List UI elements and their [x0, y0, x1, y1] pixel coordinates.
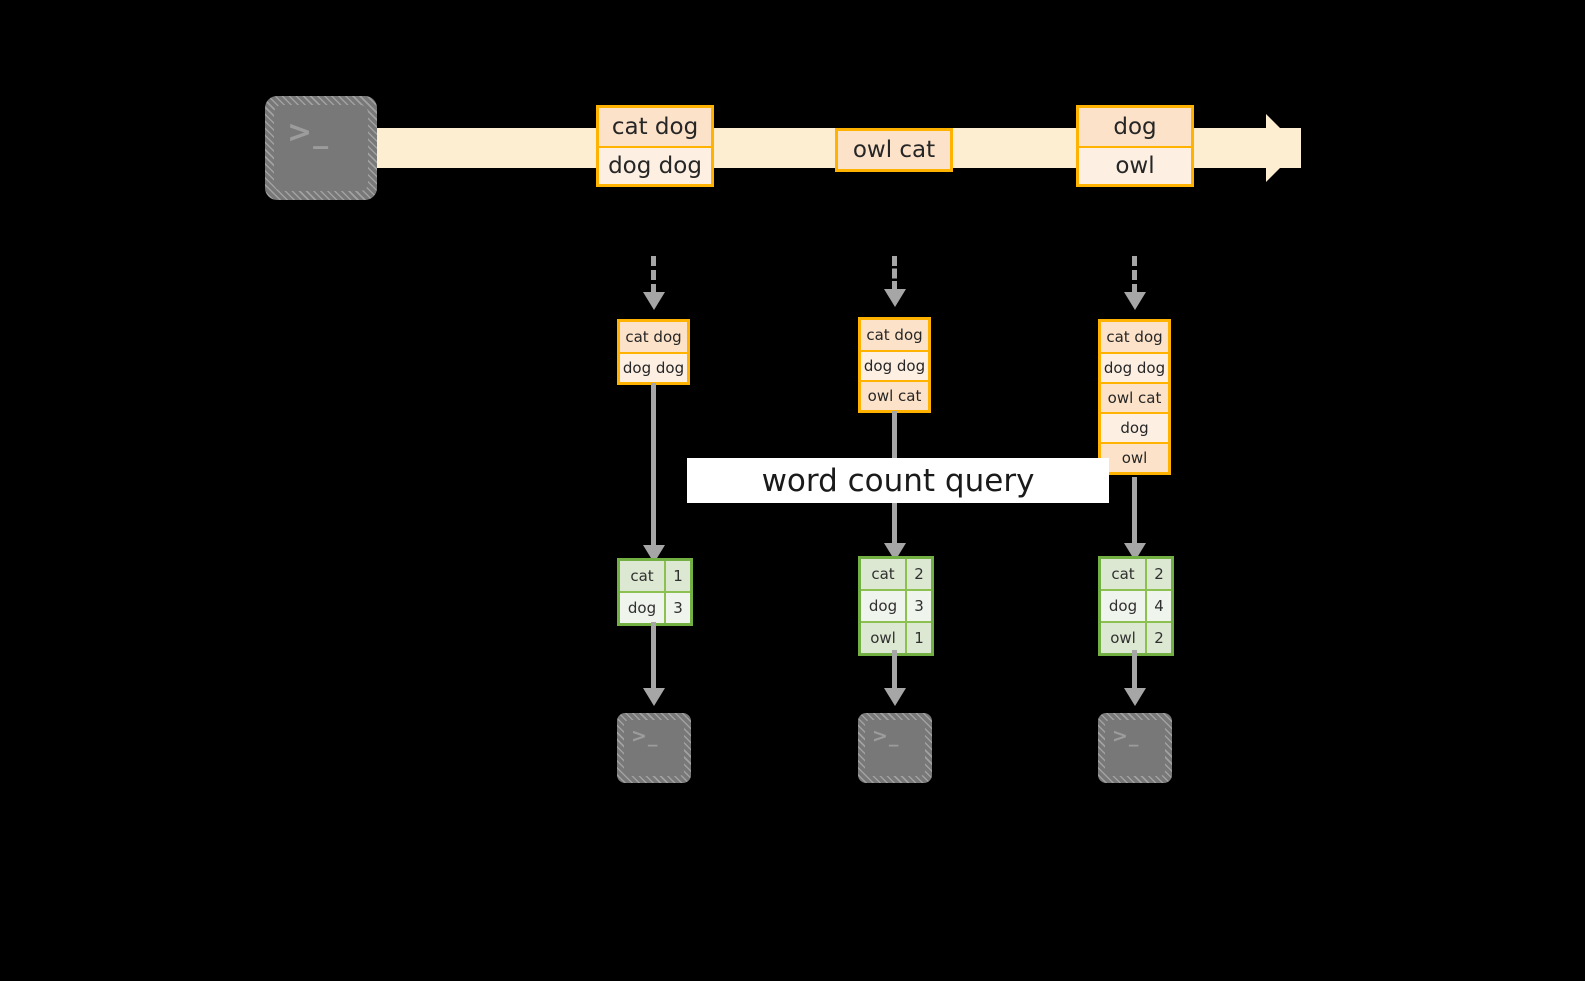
state-row: dog dog: [620, 352, 687, 382]
result-count: 1: [664, 561, 690, 591]
trigger-2-sink-terminal-icon[interactable]: >_: [858, 713, 932, 783]
trigger-2-result-to-sink-line: [892, 650, 897, 690]
state-row: owl: [1101, 442, 1168, 472]
stream-record-line: dog: [1079, 108, 1191, 146]
trigger-3-dashed-connector: [1132, 256, 1137, 294]
trigger-2-dashed-connector: [892, 256, 897, 291]
trigger-1-result-table[interactable]: cat 1 dog 3: [617, 558, 693, 626]
result-word: owl: [1101, 623, 1145, 653]
state-row: owl cat: [1101, 382, 1168, 412]
table-row: dog 4: [1101, 589, 1171, 621]
result-count: 2: [1145, 623, 1171, 653]
result-word: cat: [1101, 559, 1145, 589]
result-word: dog: [861, 591, 905, 621]
terminal-prompt-glyph: >_: [1112, 725, 1140, 747]
terminal-screen: [865, 720, 925, 776]
trigger-3-result-table[interactable]: cat 2 dog 4 owl 2: [1098, 556, 1174, 656]
stream-record-1[interactable]: cat dog dog dog: [596, 105, 714, 187]
result-word: cat: [861, 559, 905, 589]
result-count: 4: [1145, 591, 1171, 621]
state-row: dog dog: [1101, 352, 1168, 382]
state-row: cat dog: [620, 322, 687, 352]
table-row: cat 2: [1101, 559, 1171, 589]
trigger-3-state-to-result-line: [1132, 477, 1137, 547]
result-word: dog: [620, 593, 664, 623]
terminal-prompt-glyph: >_: [287, 115, 330, 150]
trigger-2-result-table[interactable]: cat 2 dog 3 owl 1: [858, 556, 934, 656]
trigger-3-result-to-sink-arrowhead: [1124, 688, 1146, 706]
trigger-1-sink-terminal-icon[interactable]: >_: [617, 713, 691, 783]
result-count: 2: [1145, 559, 1171, 589]
trigger-1-state-box[interactable]: cat dog dog dog: [617, 319, 690, 385]
trigger-1-result-to-sink-arrowhead: [643, 688, 665, 706]
table-row: dog 3: [620, 591, 690, 623]
trigger-3-result-to-sink-line: [1132, 650, 1137, 690]
terminal-prompt-glyph: >_: [872, 725, 900, 747]
table-row: cat 1: [620, 561, 690, 591]
table-row: owl 1: [861, 621, 931, 653]
table-row: cat 2: [861, 559, 931, 589]
trigger-1-state-to-result-line: [651, 383, 656, 549]
table-row: dog 3: [861, 589, 931, 621]
trigger-1-dashed-connector: [651, 256, 656, 294]
result-count: 1: [905, 623, 931, 653]
stream-record-line: owl cat: [838, 131, 950, 169]
result-word: cat: [620, 561, 664, 591]
trigger-3-state-box[interactable]: cat dog dog dog owl cat dog owl: [1098, 319, 1171, 475]
stream-record-2[interactable]: owl cat: [835, 128, 953, 172]
stream-record-line: owl: [1079, 146, 1191, 184]
result-count: 2: [905, 559, 931, 589]
trigger-2-result-to-sink-arrowhead: [884, 688, 906, 706]
state-row: dog: [1101, 412, 1168, 442]
stream-record-line: dog dog: [599, 146, 711, 184]
result-count: 3: [664, 593, 690, 623]
result-count: 3: [905, 591, 931, 621]
stream-record-line: cat dog: [599, 108, 711, 146]
stream-band-arrowhead: [1266, 114, 1300, 182]
state-row: cat dog: [1101, 322, 1168, 352]
terminal-screen: [1105, 720, 1165, 776]
state-row: cat dog: [861, 320, 928, 350]
state-row: owl cat: [861, 380, 928, 410]
source-terminal-icon[interactable]: >_: [265, 96, 377, 200]
terminal-prompt-glyph: >_: [631, 725, 659, 747]
trigger-1-dashed-arrowhead: [643, 292, 665, 310]
query-label-band: word count query: [687, 458, 1109, 503]
trigger-3-dashed-arrowhead: [1124, 292, 1146, 310]
table-row: owl 2: [1101, 621, 1171, 653]
trigger-1-result-to-sink-line: [651, 622, 656, 690]
result-word: dog: [1101, 591, 1145, 621]
trigger-2-state-box[interactable]: cat dog dog dog owl cat: [858, 317, 931, 413]
result-word: owl: [861, 623, 905, 653]
query-label-text: word count query: [761, 462, 1035, 499]
terminal-screen: [274, 105, 368, 191]
stream-record-3[interactable]: dog owl: [1076, 105, 1194, 187]
state-row: dog dog: [861, 350, 928, 380]
trigger-2-dashed-arrowhead: [884, 289, 906, 307]
trigger-3-sink-terminal-icon[interactable]: >_: [1098, 713, 1172, 783]
terminal-screen: [624, 720, 684, 776]
